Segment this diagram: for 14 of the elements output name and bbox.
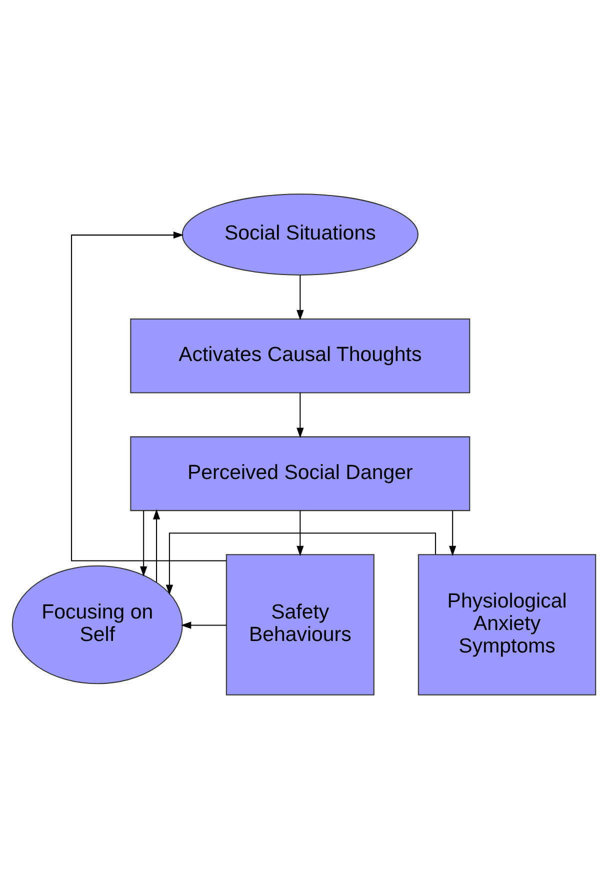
- arrow: [152, 508, 160, 582]
- arrow: [296, 274, 304, 320]
- arrow: [166, 532, 436, 595]
- node-ellipse: Social Situations: [182, 193, 418, 276]
- arrow: [180, 621, 226, 628]
- arrow: [449, 510, 456, 556]
- node-box: Activates Causal Thoughts: [130, 318, 470, 393]
- arrow: [296, 392, 304, 438]
- arrow: [296, 510, 304, 556]
- arrow: [71, 230, 226, 561]
- node-box: Safety Behaviours: [226, 554, 374, 695]
- node-box: Perceived Social Danger: [130, 436, 470, 511]
- node-box: Physiological Anxiety Symptoms: [418, 554, 596, 695]
- arrow: [140, 510, 148, 576]
